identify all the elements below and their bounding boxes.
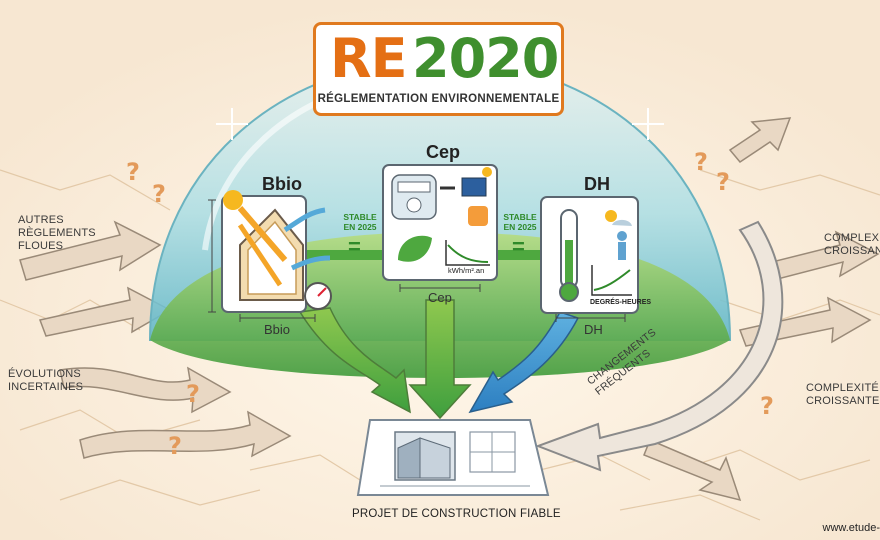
cep-title: Cep <box>426 142 461 162</box>
label-growing-complexity-bottom: COMPLEXITÉ CROISSANTE <box>806 382 880 407</box>
logo-re: RE <box>330 27 407 90</box>
boiler-icon <box>468 206 488 226</box>
frequent-changes-arrow <box>535 220 784 472</box>
equals-right: = <box>512 234 525 259</box>
link-bar-left <box>305 250 390 260</box>
bbio-dimension-label: Bbio <box>264 322 291 337</box>
weather-sun-icon <box>605 210 617 222</box>
question-mark-icon: ? <box>126 158 140 186</box>
dh-chart-label: DEGRÉS-HEURES <box>590 299 652 306</box>
link-bar-right <box>495 250 555 260</box>
cep-dimension-label: Cep <box>428 290 452 305</box>
dimension-lines <box>208 199 626 322</box>
question-mark-icon: ? <box>716 168 730 196</box>
project-label: PROJET DE CONSTRUCTION FIABLE <box>352 508 561 520</box>
question-mark-icon: ? <box>760 392 774 420</box>
stable-label-left: STABLE EN 2025 <box>343 212 377 232</box>
dh-title: DH <box>584 174 610 194</box>
question-mark-icon: ? <box>694 148 708 176</box>
question-mark-icon: ? <box>168 432 182 460</box>
logo-year: 2020 <box>412 27 559 90</box>
cep-illustration <box>382 164 498 281</box>
left-outer-arrows <box>19 220 292 459</box>
dh-dimension-label: DH <box>584 322 603 337</box>
solar-panel-icon <box>461 177 487 197</box>
dh-illustration <box>540 196 639 314</box>
sun-icon <box>223 190 243 210</box>
bbio-title: Bbio <box>262 174 302 194</box>
bbio-illustration <box>221 190 332 313</box>
label-other-regulations: AUTRES RÈGLEMENTS FLOUES <box>18 214 96 252</box>
person-icon <box>617 231 627 241</box>
stable-label-right: STABLE EN 2025 <box>503 212 537 232</box>
question-mark-icon: ? <box>186 380 200 408</box>
re2020-logo: RE 2020 RÉGLEMENTATION ENVIRONNEMENTALE <box>313 22 564 116</box>
logo-subtitle: RÉGLEMENTATION ENVIRONNEMENTALE <box>317 93 560 105</box>
bbio-arrow-down <box>298 307 411 414</box>
dh-arrow-down <box>468 311 580 414</box>
label-uncertain-evolutions: ÉVOLUTIONS INCERTAINES <box>8 368 84 393</box>
cep-arrow-down <box>408 299 472 420</box>
construction-project-blueprint <box>356 419 550 496</box>
equals-left: = <box>348 234 361 259</box>
label-growing-complexity-top: COMPLEXITÉ CROISSANTE <box>824 232 880 257</box>
cep-unit: kWh/m².an <box>448 266 485 275</box>
sparkle-icon <box>216 108 664 140</box>
question-mark-icon: ? <box>152 180 166 208</box>
leaf-icon <box>398 235 432 262</box>
website-url[interactable]: www.etude- <box>822 522 880 534</box>
